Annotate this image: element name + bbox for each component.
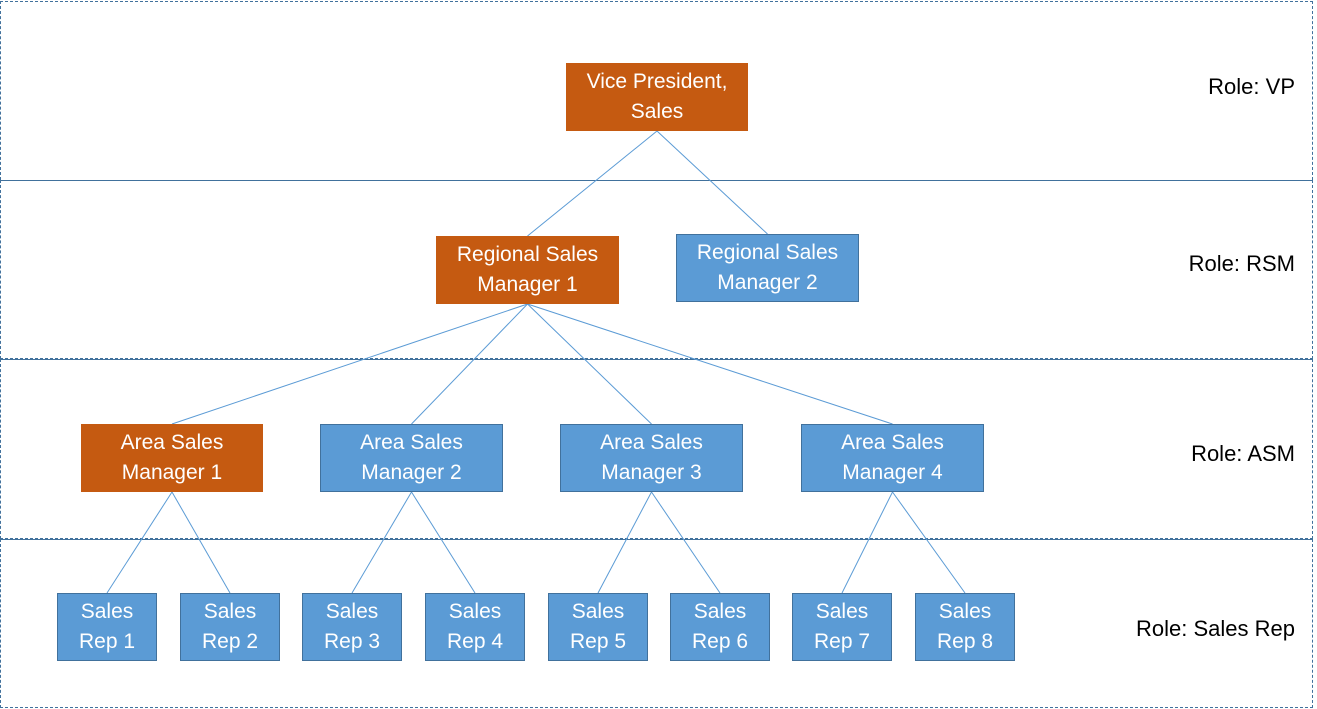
node-rep4-label-line-1: Sales: [448, 600, 502, 623]
node-rep7-label-line-1: Sales: [815, 600, 869, 623]
role-band-rsm: [0, 180, 1313, 359]
node-asm2-label-line-2: Manager 2: [361, 461, 462, 484]
node-asm4-label-line-2: Manager 4: [842, 461, 943, 484]
node-rep5-label-line-2: Rep 5: [569, 630, 627, 653]
node-asm4-label-line-1: Area Sales: [841, 431, 944, 454]
connector-rsm1-asm3: [527, 303, 652, 425]
node-vp-label-line-1: Vice President,: [586, 70, 728, 93]
connector-vp-rsm2: [656, 130, 768, 235]
node-rep3-label-line-2: Rep 3: [323, 630, 381, 653]
role-band-asm: [0, 359, 1313, 539]
role-label-asm: Role: ASM: [1191, 441, 1295, 466]
node-asm1-label-line-1: Area Sales: [120, 431, 224, 454]
node-rep7-label-line-2: Rep 7: [813, 630, 871, 653]
node-vp: Vice President, Sales: [566, 63, 748, 131]
node-asm2-label-line-1: Area Sales: [360, 431, 463, 454]
node-rep8-label-line-1: Sales: [938, 600, 992, 623]
role-label-rsm: Role: RSM: [1188, 251, 1295, 276]
connector-rsm1-asm1: [171, 303, 528, 425]
node-rep2-label-line-2: Rep 2: [201, 630, 259, 653]
node-vp-label-line-2: Sales: [630, 100, 684, 123]
node-rep1-label-line-2: Rep 1: [78, 630, 136, 653]
node-asm1-label-line-2: Manager 1: [121, 461, 223, 484]
connector-asm4-rep8: [892, 491, 966, 594]
node-rep5-label-line-1: Sales: [571, 600, 625, 623]
connector-asm3-rep5: [597, 491, 652, 594]
node-rsm2-label-line-1: Regional Sales: [696, 241, 839, 264]
connector-vp-rsm1: [527, 130, 658, 237]
node-rep8-label-line-2: Rep 8: [936, 630, 994, 653]
node-rep1-label-line-1: Sales: [80, 600, 134, 623]
connector-rsm1-asm2: [411, 303, 528, 425]
node-rsm1-label-line-2: Manager 1: [477, 273, 578, 296]
role-band-vp: [0, 1, 1313, 180]
role-label-vp: Role: VP: [1208, 74, 1295, 99]
connector-rsm1-asm4: [527, 303, 893, 425]
role-band-rep: [0, 539, 1313, 708]
node-rep6-label-line-2: Rep 6: [691, 630, 749, 653]
connector-asm1-rep2: [171, 491, 231, 594]
node-asm3-label-line-2: Manager 3: [601, 461, 702, 484]
connector-asm3-rep6: [651, 491, 721, 594]
connector-asm4-rep7: [841, 491, 893, 594]
node-rsm2-label-line-2: Manager 2: [717, 271, 818, 294]
node-rep4-label-line-2: Rep 4: [446, 630, 504, 653]
connector-asm2-rep3: [351, 491, 412, 594]
connector-asm1-rep1: [106, 491, 173, 594]
node-asm3-label-line-1: Area Sales: [600, 431, 703, 454]
node-rep6-label-line-1: Sales: [693, 600, 747, 623]
connector-asm2-rep4: [411, 491, 476, 594]
node-rsm1-label-line-1: Regional Sales: [456, 243, 599, 266]
node-rep2-label-line-1: Sales: [203, 600, 257, 623]
node-rep3-label-line-1: Sales: [325, 600, 379, 623]
role-label-rep: Role: Sales Rep: [1136, 616, 1295, 641]
